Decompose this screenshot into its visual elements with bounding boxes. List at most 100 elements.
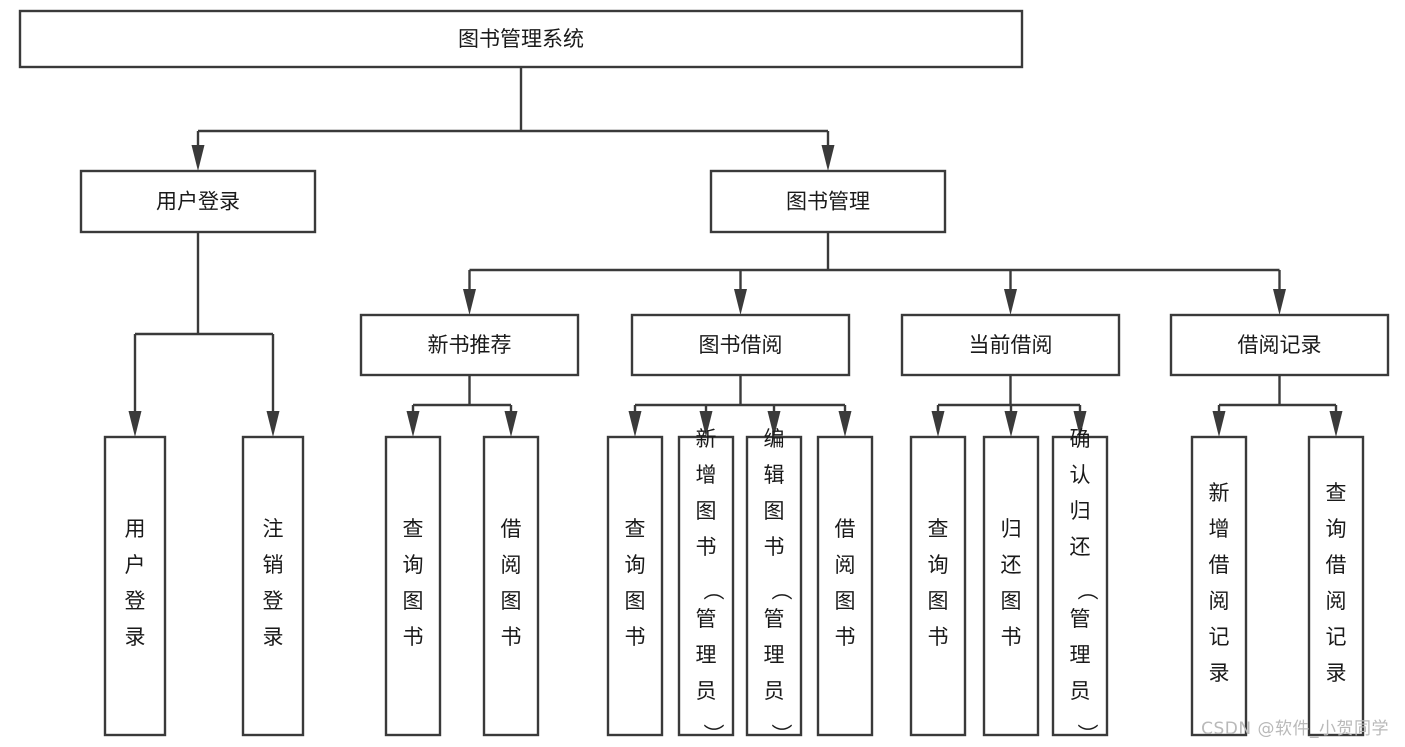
svg-text:新: 新 bbox=[1209, 481, 1230, 505]
node-new-book-rec[interactable]: 新书推荐 bbox=[359, 313, 580, 377]
svg-text:用: 用 bbox=[125, 517, 146, 541]
svg-text:借: 借 bbox=[835, 517, 856, 541]
node-box-root[interactable] bbox=[18, 9, 1024, 69]
node-current-borrow[interactable]: 当前借阅 bbox=[900, 313, 1121, 377]
svg-text:阅: 阅 bbox=[1326, 589, 1347, 613]
svg-text:书: 书 bbox=[696, 535, 717, 559]
svg-text:书: 书 bbox=[501, 625, 522, 649]
node-box-new-book-rec[interactable] bbox=[359, 313, 580, 377]
svg-text:图: 图 bbox=[764, 499, 785, 523]
svg-text:书: 书 bbox=[928, 625, 949, 649]
node-box-leaf-return-book[interactable] bbox=[982, 435, 1040, 737]
svg-text:查: 查 bbox=[625, 517, 646, 541]
node-box-leaf-add-book[interactable] bbox=[677, 435, 735, 737]
svg-text:注: 注 bbox=[263, 517, 284, 541]
svg-text:（: （ bbox=[1075, 580, 1099, 601]
node-box-book-manage[interactable] bbox=[709, 169, 947, 234]
svg-text:录: 录 bbox=[1209, 661, 1230, 685]
node-box-leaf-borrow-book-rec[interactable] bbox=[482, 435, 540, 737]
svg-text:户: 户 bbox=[125, 553, 146, 577]
connector-layer bbox=[128, 67, 1343, 437]
node-box-leaf-borrow-book[interactable] bbox=[816, 435, 874, 737]
node-borrow-record[interactable]: 借阅记录 bbox=[1169, 313, 1390, 377]
node-box-leaf-query-book-cur[interactable] bbox=[909, 435, 967, 737]
svg-text:图: 图 bbox=[696, 499, 717, 523]
svg-text:员: 员 bbox=[764, 679, 785, 703]
svg-text:管: 管 bbox=[1070, 607, 1091, 631]
node-box-leaf-edit-book[interactable] bbox=[745, 435, 803, 737]
svg-text:查: 查 bbox=[1326, 481, 1347, 505]
svg-text:归: 归 bbox=[1070, 499, 1091, 523]
node-box-leaf-logout[interactable] bbox=[241, 435, 305, 737]
svg-text:理: 理 bbox=[696, 643, 717, 667]
svg-text:）: ） bbox=[701, 724, 725, 745]
svg-text:（: （ bbox=[769, 580, 793, 601]
node-box-leaf-query-record[interactable] bbox=[1307, 435, 1365, 737]
node-leaf-user-login[interactable]: 用户登录 bbox=[103, 435, 167, 737]
node-box-leaf-query-book-rec[interactable] bbox=[384, 435, 442, 737]
node-box-leaf-confirm-return[interactable] bbox=[1051, 435, 1109, 737]
node-box-leaf-user-login[interactable] bbox=[103, 435, 167, 737]
node-label-new-book-rec: 新书推荐 bbox=[428, 333, 512, 357]
svg-text:询: 询 bbox=[403, 553, 424, 577]
svg-text:登: 登 bbox=[263, 589, 284, 613]
node-box-user-login[interactable] bbox=[79, 169, 317, 234]
svg-text:录: 录 bbox=[1326, 661, 1347, 685]
node-book-manage[interactable]: 图书管理 bbox=[709, 169, 947, 234]
node-label-leaf-user-login: 用户登录 bbox=[125, 517, 146, 649]
svg-text:图: 图 bbox=[403, 589, 424, 613]
node-box-book-borrow[interactable] bbox=[630, 313, 851, 377]
node-box-current-borrow[interactable] bbox=[900, 313, 1121, 377]
svg-text:管: 管 bbox=[696, 607, 717, 631]
svg-text:）: ） bbox=[769, 724, 793, 745]
svg-text:）: ） bbox=[1075, 724, 1099, 745]
svg-text:还: 还 bbox=[1070, 535, 1091, 559]
svg-text:查: 查 bbox=[403, 517, 424, 541]
svg-text:新: 新 bbox=[696, 427, 717, 451]
node-label-user-login: 用户登录 bbox=[156, 190, 240, 214]
node-label-book-manage: 图书管理 bbox=[786, 190, 870, 214]
svg-text:登: 登 bbox=[125, 589, 146, 613]
svg-text:认: 认 bbox=[1070, 463, 1091, 487]
node-box-leaf-add-record[interactable] bbox=[1190, 435, 1248, 737]
svg-text:图: 图 bbox=[501, 589, 522, 613]
svg-text:销: 销 bbox=[263, 553, 284, 577]
node-root[interactable]: 图书管理系统 bbox=[18, 9, 1024, 69]
svg-text:借: 借 bbox=[1209, 553, 1230, 577]
svg-text:编: 编 bbox=[764, 427, 785, 451]
node-label-root: 图书管理系统 bbox=[458, 27, 584, 51]
node-box-borrow-record[interactable] bbox=[1169, 313, 1390, 377]
svg-text:书: 书 bbox=[403, 625, 424, 649]
node-box-leaf-query-book-borrow[interactable] bbox=[606, 435, 664, 737]
node-label-book-borrow: 图书借阅 bbox=[699, 333, 783, 357]
svg-text:管: 管 bbox=[764, 607, 785, 631]
svg-text:录: 录 bbox=[125, 625, 146, 649]
node-user-login[interactable]: 用户登录 bbox=[79, 169, 317, 234]
svg-text:书: 书 bbox=[1001, 625, 1022, 649]
node-book-borrow[interactable]: 图书借阅 bbox=[630, 313, 851, 377]
svg-text:图: 图 bbox=[928, 589, 949, 613]
